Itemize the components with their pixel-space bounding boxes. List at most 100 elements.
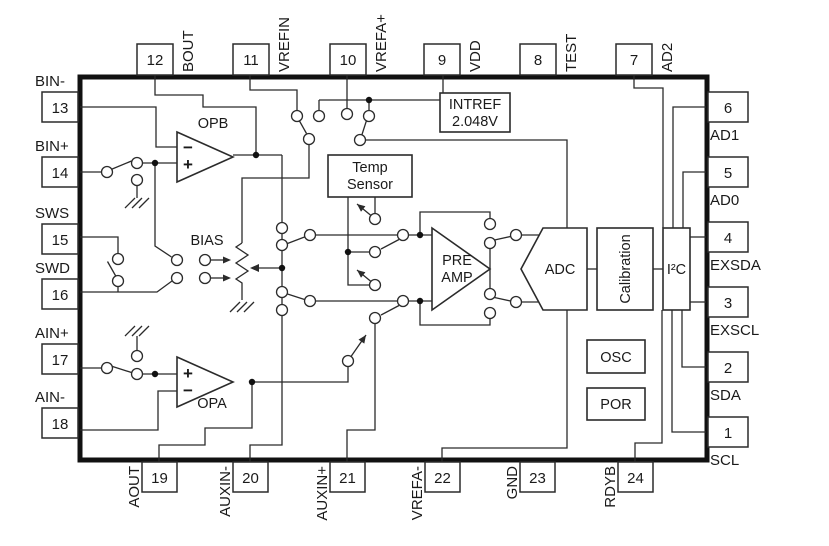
- arrow-icon: [223, 274, 231, 282]
- switch-contact: [368, 245, 382, 259]
- pins-left: 13 BIN- 14 BIN+ 15 SWS 16 SWD 17 AIN+ 18…: [35, 73, 79, 439]
- switch-contact: [396, 294, 410, 308]
- chip-outline: [77, 74, 710, 463]
- pin-number-5: 5: [724, 165, 732, 182]
- pin-box-2: [707, 351, 749, 383]
- pin-label-aout: AOUT: [126, 466, 143, 508]
- ground-icon: [124, 325, 150, 337]
- pin-box-23: [519, 461, 556, 493]
- pin-label-test: TEST: [563, 34, 580, 72]
- pin-number-22: 22: [434, 470, 451, 487]
- pin-box-17: [41, 343, 79, 375]
- junction-dot: [416, 231, 424, 239]
- switch-contact: [275, 285, 289, 299]
- pin-label-auxin-plus: AUXIN+: [314, 466, 331, 521]
- switch-contact: [100, 165, 114, 179]
- pin-number-7: 7: [630, 52, 638, 69]
- pin-label-auxin-minus: AUXIN-: [217, 466, 234, 517]
- pin-box-5: [707, 156, 749, 188]
- junction-dot: [344, 248, 352, 256]
- i2c-block: [662, 227, 691, 311]
- switch-contact: [312, 109, 326, 123]
- pin-box-20: [232, 461, 269, 493]
- pin-label-ad2: AD2: [659, 43, 676, 72]
- pin-number-13: 13: [52, 100, 69, 117]
- switch-contact: [483, 236, 497, 250]
- por-label: POR: [600, 397, 631, 413]
- pin-number-21: 21: [339, 470, 356, 487]
- pin-number-14: 14: [52, 165, 69, 182]
- adc-block: [520, 227, 588, 311]
- pin-number-10: 10: [340, 52, 357, 69]
- pin-box-11: [232, 43, 270, 76]
- pin-label-swd: SWD: [35, 260, 70, 277]
- switch-contact: [368, 212, 382, 226]
- pin-number-19: 19: [151, 470, 168, 487]
- pin-box-19: [141, 461, 178, 493]
- switch-contact: [362, 109, 376, 123]
- pin-label-bout: BOUT: [180, 30, 197, 72]
- calibration-label: Calibration: [618, 234, 634, 303]
- switch-contact: [290, 109, 304, 123]
- wire-ad2: [633, 75, 664, 228]
- switch-lever: [106, 261, 117, 277]
- arrow-icon: [250, 264, 259, 272]
- switch-contact: [368, 311, 382, 325]
- wire-bin-minus: [80, 106, 177, 148]
- junction-dot: [151, 370, 159, 378]
- wire-bias-feed-upper: [154, 163, 172, 258]
- preamp-label-1: PRE: [442, 253, 472, 269]
- switch-contacts: [100, 107, 523, 381]
- switch-contact: [483, 217, 497, 231]
- switch-lever: [494, 296, 511, 302]
- pin-number-9: 9: [438, 52, 446, 69]
- osc-label: OSC: [600, 350, 631, 366]
- wire-sda: [681, 310, 706, 368]
- preamp-block: [431, 226, 492, 312]
- switch-contact: [198, 253, 212, 267]
- switch-contact: [275, 303, 289, 317]
- wire-aout: [158, 382, 253, 462]
- pin-box-8: [519, 43, 557, 76]
- switch-contact: [198, 271, 212, 285]
- pin-label-vrefa-minus: VREFA-: [409, 466, 426, 520]
- pin-box-14: [41, 156, 79, 188]
- pin-label-gnd: GND: [504, 466, 521, 500]
- switch-contact: [341, 354, 355, 368]
- intref-label-2: 2.048V: [452, 114, 498, 130]
- switch-contact: [303, 294, 317, 308]
- pin-number-23: 23: [529, 470, 546, 487]
- arrow-icon: [357, 270, 366, 278]
- switch-contact: [170, 253, 184, 267]
- pin-box-18: [41, 407, 79, 439]
- opb-opamp: [176, 130, 235, 184]
- switch-lever: [380, 238, 400, 250]
- pin-label-scl: SCL: [710, 452, 739, 469]
- pin-label-vrefa-plus: VREFA+: [373, 14, 390, 72]
- pin-box-12: [136, 43, 174, 76]
- wire-ref-select: [365, 139, 568, 228]
- pin-box-4: [707, 221, 749, 253]
- wire-ain-minus: [80, 390, 177, 431]
- pin-box-21: [329, 461, 366, 493]
- switch-contact: [509, 228, 523, 242]
- opa-minus-sign: −: [183, 381, 193, 400]
- switch-lever: [494, 235, 511, 241]
- switch-lever: [287, 236, 305, 245]
- pin-number-8: 8: [534, 52, 542, 69]
- switch-contact: [100, 361, 114, 375]
- por-block: [586, 387, 646, 421]
- intref-label-1: INTREF: [449, 97, 502, 113]
- pin-box-16: [41, 278, 79, 310]
- switch-contact: [303, 228, 317, 242]
- wire-auxin-plus: [346, 323, 376, 462]
- pin-label-exsda: EXSDA: [710, 257, 761, 274]
- osc-block: [586, 339, 646, 374]
- pin-number-6: 6: [724, 100, 732, 117]
- wire-auxin-minus: [249, 155, 283, 462]
- pin-label-ad1: AD1: [710, 127, 739, 144]
- wire-vrefin: [249, 75, 298, 111]
- pins-top: 12 BOUT 11 VREFIN 10 VREFA+ 9 VDD 8 TEST…: [136, 14, 676, 76]
- pin-box-13: [41, 91, 79, 123]
